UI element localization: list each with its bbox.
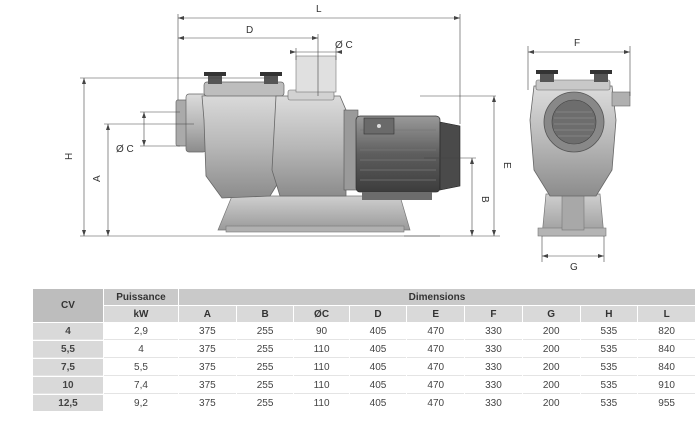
header-col-C: ØC [294, 306, 349, 322]
cell-cv: 7,5 [33, 359, 103, 376]
dim-label-H: H [64, 153, 75, 160]
dim-label-L: L [316, 4, 322, 15]
cell-B: 255 [236, 323, 294, 340]
cell-kw: 2,9 [104, 323, 178, 340]
cell-cv: 10 [33, 377, 103, 394]
cell-D: 405 [349, 359, 407, 376]
cell-A: 375 [179, 359, 236, 376]
dim-label-G: G [570, 262, 578, 270]
front-view-pump [529, 70, 631, 237]
cell-G: 200 [542, 397, 560, 409]
cell-F: 330 [465, 359, 522, 376]
cell-G: 200 [522, 323, 580, 340]
cell-A: 375 [199, 397, 216, 409]
cell-C: 110 [313, 397, 330, 409]
side-view-arrowheads [82, 16, 496, 236]
table-header-row-1: CV Puissance Dimensions [33, 289, 695, 322]
cell-B: 255 [256, 397, 274, 409]
cell-F: 330 [465, 377, 522, 394]
front-view-arrowheads [528, 50, 630, 258]
cell-A: 375 [179, 377, 236, 394]
cell-D: 405 [349, 323, 407, 340]
cell-E: 470 [427, 397, 445, 409]
header-col-L: L [638, 306, 695, 322]
header-col-H: H [580, 306, 638, 322]
cell-E: 470 [407, 377, 465, 394]
cell-cv: 5,5 [33, 341, 103, 358]
cell-B: 255 [236, 359, 294, 376]
table-row: 4 2,9 375 255 90 405 470 330 200 535 820 [33, 323, 695, 340]
cell-kw: 4 [104, 341, 178, 358]
cell-L: 910 [638, 377, 695, 394]
cell-kw: 7,4 [104, 377, 178, 394]
header-col-A: A [179, 306, 236, 322]
cell-H: 535 [580, 359, 638, 376]
cell-A: 375 [179, 323, 236, 340]
cell-L: 840 [638, 341, 695, 358]
cell-H: 535 [580, 323, 638, 340]
cell-cv: 12,5 [33, 395, 103, 411]
cell-L: 840 [638, 359, 695, 376]
table-header-row-2: kW A B ØC D E F G H L [33, 306, 695, 322]
cell-D: 405 [349, 341, 407, 358]
cell-B: 255 [236, 377, 294, 394]
cell-D: 405 [369, 397, 387, 409]
cell-kw: 5,5 [104, 359, 178, 376]
dim-label-D: D [246, 25, 253, 36]
dim-label-F: F [574, 38, 580, 49]
front-view-dimensions [527, 46, 631, 262]
side-view-pump [175, 55, 461, 233]
dim-label-E: E [501, 162, 512, 169]
cell-F: 330 [465, 323, 522, 340]
cell-B: 255 [236, 341, 294, 358]
dim-label-B: B [479, 196, 490, 203]
cell-F: 330 [465, 341, 522, 358]
cell-G: 200 [522, 377, 580, 394]
cell-L: 820 [638, 323, 695, 340]
pump-technical-drawing: L D Ø C Ø C H A E B F G [64, 4, 631, 270]
cell-H: 535 [600, 397, 618, 409]
header-kw: kW [104, 306, 178, 322]
cell-A: 375 [179, 341, 236, 358]
dim-label-c-top: Ø C [335, 40, 353, 51]
dimensions-table: CV Puissance Dimensions kW A B ØC D E F … [32, 288, 696, 412]
header-puissance: Puissance [104, 289, 178, 305]
cell-C: 110 [294, 359, 349, 376]
cell-E: 470 [407, 341, 465, 358]
cell-E: 470 [407, 359, 465, 376]
header-col-B: B [236, 306, 294, 322]
header-cv: CV [33, 289, 103, 322]
table-row: 12,5 9,2 375 255 110 405 470 330 200 535… [33, 395, 695, 411]
header-col-F: F [465, 306, 522, 322]
header-col-E: E [407, 306, 465, 322]
cell-cv: 4 [33, 323, 103, 340]
table-row: 5,5 4 375 255 110 405 470 330 200 535 84… [33, 341, 695, 358]
cell-C: 90 [294, 323, 349, 340]
cell-F: 330 [485, 397, 502, 409]
cell-G: 200 [522, 359, 580, 376]
cell-C: 110 [294, 341, 349, 358]
cell-D: 405 [349, 377, 407, 394]
cell-C: 110 [294, 377, 349, 394]
table-row: 10 7,4 375 255 110 405 470 330 200 535 9… [33, 377, 695, 394]
header-col-G: G [522, 306, 580, 322]
cell-H: 535 [580, 341, 638, 358]
side-view-dimensions [80, 14, 500, 237]
table-row: 7,5 5,5 375 255 110 405 470 330 200 535 … [33, 359, 695, 376]
dim-label-A: A [92, 175, 103, 182]
dim-label-c-left: Ø C [116, 144, 134, 155]
cell-G: 200 [522, 341, 580, 358]
header-col-D: D [349, 306, 407, 322]
cell-H: 535 [580, 377, 638, 394]
cell-kw: 9,2 [134, 397, 148, 409]
cell-E: 470 [407, 323, 465, 340]
header-dimensions: Dimensions [179, 289, 695, 305]
cell-L: 955 [658, 397, 675, 409]
